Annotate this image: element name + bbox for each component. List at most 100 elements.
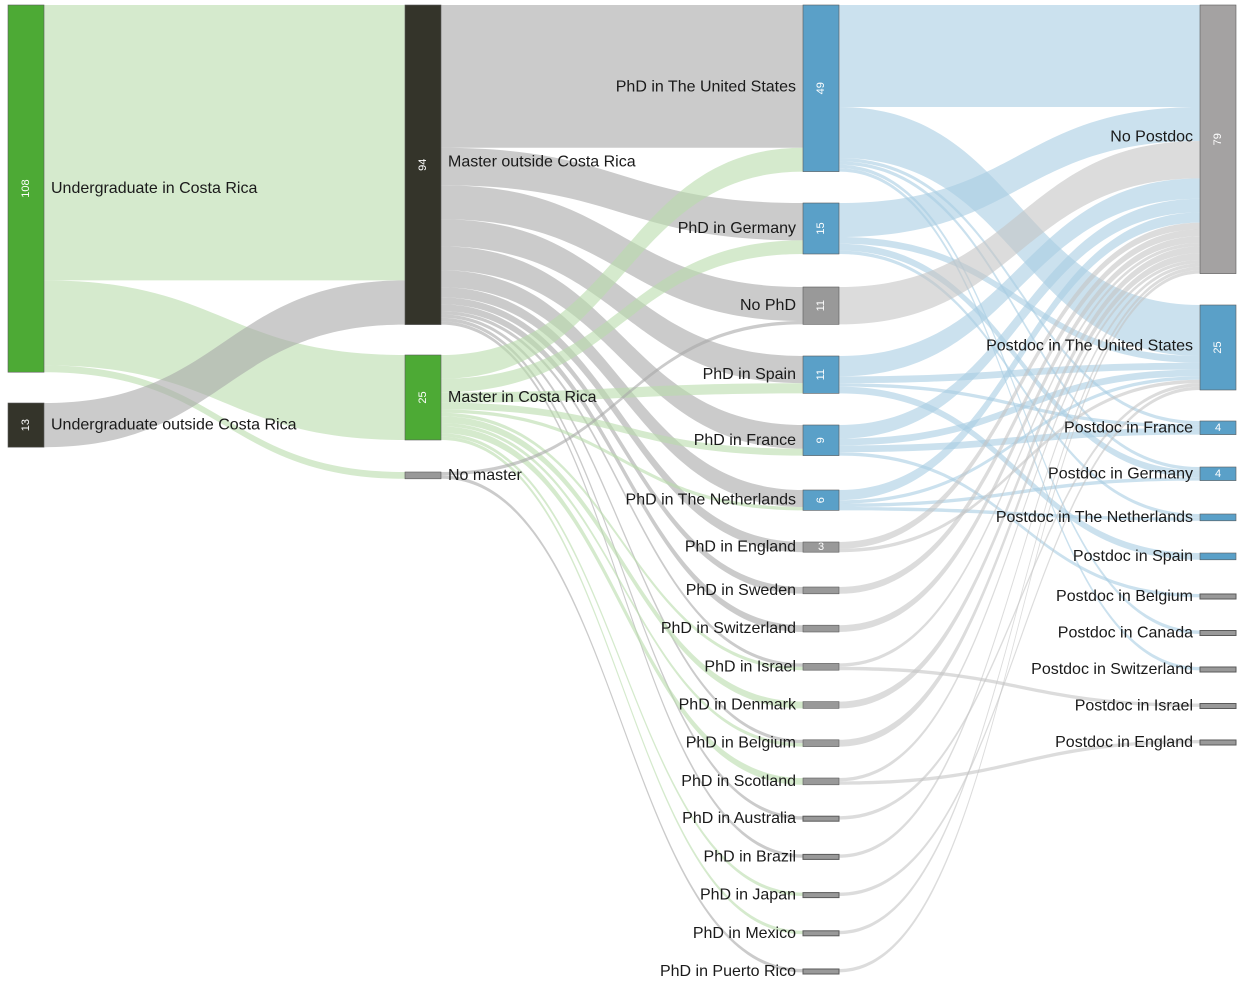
node-ms_cr xyxy=(404,354,442,441)
link-phd_mx-to-pd_none xyxy=(839,266,1200,935)
node-label-phd_none: No PhD xyxy=(740,297,796,314)
link-phd_be-to-pd_none xyxy=(839,253,1200,747)
link-ms_cr-to-phd_mx xyxy=(441,436,803,935)
link-phd_es-to-pd_es xyxy=(839,386,1200,560)
node-label-phd_se: PhD in Sweden xyxy=(686,582,796,599)
node-label-pd_en: Postdoc in England xyxy=(1055,734,1193,751)
node-label-ug_out: Undergraduate outside Costa Rica xyxy=(51,417,297,434)
node-count-ms_cr: 25 xyxy=(417,391,429,403)
link-phd_us-to-pd_none xyxy=(839,5,1200,107)
node-count-phd_nl: 6 xyxy=(815,497,827,503)
node-label-pd_il: Postdoc in Israel xyxy=(1075,698,1193,715)
node-label-phd_dk: PhD in Denmark xyxy=(679,697,797,714)
node-phd_jp xyxy=(802,892,840,899)
node-label-phd_es: PhD in Spain xyxy=(703,366,796,383)
node-ms_out xyxy=(404,4,442,325)
node-count-pd_fr: 4 xyxy=(1215,422,1221,434)
node-pd_fr xyxy=(1199,420,1237,435)
node-phd_sc xyxy=(802,777,840,786)
link-phd_fr-to-pd_be xyxy=(839,452,1200,598)
node-label-phd_mx: PhD in Mexico xyxy=(693,925,796,942)
node-label-phd_jp: PhD in Japan xyxy=(700,887,796,904)
node-phd_en xyxy=(802,541,840,553)
link-ms_cr-to-phd_il xyxy=(441,412,803,671)
link-phd_nl-to-pd_us xyxy=(839,376,1200,504)
node-label-phd_de: PhD in Germany xyxy=(678,220,796,237)
link-phd_de-to-pd_none xyxy=(839,107,1200,237)
link-ms_out-to-phd_en xyxy=(441,287,803,553)
node-ug_cr xyxy=(7,4,45,373)
node-label-phd_en: PhD in England xyxy=(685,539,796,556)
node-phd_none xyxy=(802,286,840,325)
node-count-phd_de: 15 xyxy=(815,222,827,234)
link-ms_out-to-phd_ch xyxy=(441,304,803,632)
node-count-pd_none: 79 xyxy=(1212,133,1224,145)
link-ms_cr-to-phd_es xyxy=(441,383,803,403)
link-ms_out-to-phd_fr xyxy=(441,246,803,449)
link-ms_cr-to-phd_sc xyxy=(441,426,803,785)
link-phd_us-to-pd_fr xyxy=(839,158,1200,425)
link-phd_en-to-pd_us xyxy=(839,379,1200,553)
node-count-ug_cr: 108 xyxy=(20,179,32,197)
node-label-ms_cr: Master in Costa Rica xyxy=(448,389,597,406)
link-phd_ch-to-pd_none xyxy=(839,236,1200,632)
node-count-ms_out: 94 xyxy=(417,159,429,171)
link-ms_none-to-phd_pr xyxy=(441,475,803,973)
link-ug_out-to-ms_out xyxy=(44,280,405,448)
node-phd_mx xyxy=(802,930,840,937)
link-ms_out-to-phd_be xyxy=(441,314,803,744)
node-label-pd_fr: Postdoc in France xyxy=(1064,419,1193,436)
node-pd_ch xyxy=(1199,666,1237,673)
node-phd_nl xyxy=(802,489,840,511)
link-phd_il-to-pd_il xyxy=(839,666,1200,707)
link-ms_cr-to-phd_de xyxy=(441,240,803,393)
link-phd_us-to-pd_ca xyxy=(839,164,1200,634)
node-count-phd_none: 11 xyxy=(815,300,827,311)
node-label-phd_au: PhD in Australia xyxy=(682,810,796,827)
node-label-pd_ca: Postdoc in Canada xyxy=(1058,625,1193,642)
node-ms_none xyxy=(404,471,442,480)
node-label-phd_pr: PhD in Puerto Rico xyxy=(660,963,796,980)
node-label-phd_br: PhD in Brazil xyxy=(704,848,796,865)
link-ms_out-to-phd_au xyxy=(441,317,803,820)
node-count-pd_de: 4 xyxy=(1215,468,1221,480)
node-label-pd_es: Postdoc in Spain xyxy=(1073,548,1193,565)
node-label-phd_il: PhD in Israel xyxy=(704,658,796,675)
node-label-pd_ch: Postdoc in Switzerland xyxy=(1031,661,1193,678)
node-ug_out xyxy=(7,402,45,448)
node-phd_fr xyxy=(802,424,840,456)
node-label-pd_nl: Postdoc in The Netherlands xyxy=(996,509,1193,526)
node-label-phd_sc: PhD in Scotland xyxy=(681,773,796,790)
link-ms_out-to-phd_br xyxy=(441,321,803,858)
labels-layer: Undergraduate in Costa RicaUndergraduate… xyxy=(51,79,1193,981)
link-ms_cr-to-phd_jp xyxy=(441,433,803,896)
node-pd_nl xyxy=(1199,513,1237,522)
link-ms_cr-to-phd_nl xyxy=(441,409,803,511)
link-ms_cr-to-phd_dk xyxy=(441,416,803,709)
link-phd_es-to-pd_us xyxy=(839,362,1200,384)
node-phd_se xyxy=(802,586,840,595)
node-pd_en xyxy=(1199,739,1237,746)
node-count-phd_us: 49 xyxy=(815,82,827,94)
node-phd_ch xyxy=(802,624,840,633)
node-phd_be xyxy=(802,739,840,747)
link-ug_cr-to-ms_out xyxy=(44,5,405,281)
node-phd_pr xyxy=(802,968,840,975)
link-ms_none-to-phd_none xyxy=(441,321,803,476)
node-count-pd_us: 25 xyxy=(1212,341,1224,353)
link-ms_out-to-phd_es xyxy=(441,219,803,384)
node-phd_de xyxy=(802,202,840,255)
link-phd_il-to-pd_none xyxy=(839,243,1200,667)
link-phd_sc-to-pd_none xyxy=(839,260,1200,782)
links-layer xyxy=(44,5,1200,973)
node-pd_ca xyxy=(1199,630,1237,636)
link-phd_nl-to-pd_none xyxy=(839,212,1200,501)
node-label-phd_us: PhD in The United States xyxy=(616,79,796,96)
node-pd_be xyxy=(1199,593,1237,600)
node-pd_il xyxy=(1199,703,1237,709)
link-phd_sc-to-pd_en xyxy=(839,740,1200,785)
node-phd_us xyxy=(802,4,840,172)
node-phd_es xyxy=(802,355,840,394)
